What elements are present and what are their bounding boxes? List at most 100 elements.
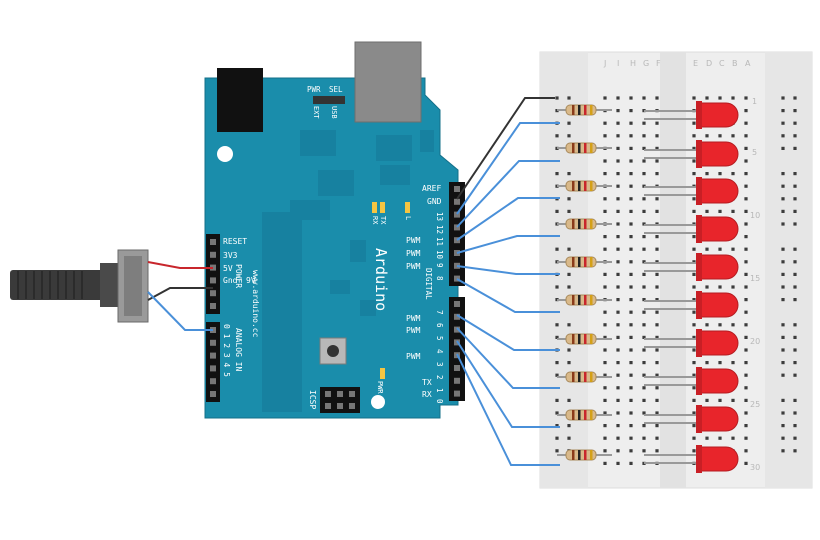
- bb-hole: [793, 121, 797, 125]
- bb-hole: [744, 222, 748, 226]
- bb-hole: [629, 361, 633, 365]
- bb-hole: [744, 361, 748, 365]
- bb-hole: [793, 134, 797, 138]
- bb-hole: [781, 373, 785, 377]
- led-row: [557, 291, 739, 319]
- bb-hole: [781, 411, 785, 415]
- bb-hole: [629, 386, 633, 390]
- bb-hole: [555, 247, 559, 251]
- rx-pin-label: RX: [422, 390, 432, 399]
- bb-hole: [718, 134, 722, 138]
- pwm-label-6: PWM: [406, 352, 421, 361]
- bb-hole: [629, 172, 633, 176]
- bb-hole: [744, 134, 748, 138]
- bb-hole: [655, 449, 659, 453]
- bb-hole: [655, 235, 659, 239]
- bb-hole: [781, 197, 785, 201]
- bb-hole: [692, 285, 696, 289]
- bb-hole: [731, 323, 735, 327]
- icsp-pins: [325, 391, 355, 409]
- bb-hole: [642, 310, 646, 314]
- tx-led-label: TX: [379, 216, 387, 225]
- bb-hole: [793, 197, 797, 201]
- header-pin: [454, 326, 460, 333]
- led: [699, 141, 739, 167]
- led-signal-wire: [456, 353, 560, 466]
- resistor-band: [572, 257, 575, 267]
- bb-hole: [603, 373, 607, 377]
- bb-hole: [567, 436, 571, 440]
- bb-row-10: 10: [750, 211, 760, 220]
- bb-hole: [744, 159, 748, 163]
- bb-hole: [642, 121, 646, 125]
- led: [699, 330, 739, 356]
- bb-hole: [642, 209, 646, 213]
- resistor-band: [572, 105, 575, 115]
- resistor-band: [572, 334, 575, 344]
- bb-hole: [692, 386, 696, 390]
- bb-hole: [616, 96, 620, 100]
- bb-hole: [781, 260, 785, 264]
- bb-hole: [616, 335, 620, 339]
- pin-label-11: 11: [435, 237, 444, 246]
- bb-hole: [744, 411, 748, 415]
- header-pin: [210, 303, 216, 309]
- bb-hole: [744, 373, 748, 377]
- bb-hole: [629, 285, 633, 289]
- pin-label-4: 4: [435, 349, 444, 354]
- bb-hole: [629, 184, 633, 188]
- pwr-led: [380, 368, 385, 379]
- bb-hole: [629, 398, 633, 402]
- bb-hole: [793, 260, 797, 264]
- led-signal-wire: [456, 197, 560, 241]
- bb-hole: [793, 373, 797, 377]
- bb-hole: [655, 209, 659, 213]
- led-rim: [696, 177, 702, 205]
- bb-hole: [555, 134, 559, 138]
- wire-pot-a0: [147, 291, 213, 331]
- pin-label-3: 3: [435, 362, 444, 367]
- bb-hole: [567, 272, 571, 276]
- bb-hole: [567, 96, 571, 100]
- bb-hole: [692, 361, 696, 365]
- bb-hole: [744, 298, 748, 302]
- l-led: [405, 202, 410, 213]
- pwm-label-4: PWM: [406, 314, 421, 323]
- bb-letter-b: B: [732, 59, 738, 68]
- resistor-band: [590, 143, 593, 153]
- bb-hole: [616, 285, 620, 289]
- bb-hole: [731, 172, 735, 176]
- bb-hole: [629, 146, 633, 150]
- bb-letter-a: A: [745, 59, 751, 68]
- led: [699, 254, 739, 280]
- bb-hole: [692, 96, 696, 100]
- bb-hole: [692, 335, 696, 339]
- bb-hole: [642, 373, 646, 377]
- resistor-band: [584, 410, 587, 420]
- bb-hole: [629, 109, 633, 113]
- bb-hole: [781, 348, 785, 352]
- reset-pin-label: RESET: [223, 237, 247, 246]
- bb-hole: [603, 461, 607, 465]
- bb-hole: [744, 449, 748, 453]
- led: [699, 368, 739, 394]
- arduino-url: www.arduino.cc: [251, 270, 260, 338]
- header-pin: [454, 390, 460, 397]
- bb-hole: [744, 184, 748, 188]
- bb-hole: [793, 209, 797, 213]
- bb-hole: [567, 285, 571, 289]
- bb-hole: [692, 373, 696, 377]
- bb-hole: [603, 411, 607, 415]
- bb-hole: [793, 109, 797, 113]
- bb-hole: [616, 260, 620, 264]
- bb-hole: [616, 386, 620, 390]
- bb-hole: [793, 96, 797, 100]
- bb-hole: [793, 436, 797, 440]
- bb-hole: [555, 96, 559, 100]
- bb-hole: [744, 398, 748, 402]
- bb-hole: [616, 184, 620, 188]
- header-pin: [454, 186, 460, 192]
- bb-hole: [655, 197, 659, 201]
- bb-hole: [642, 398, 646, 402]
- bb-hole: [731, 209, 735, 213]
